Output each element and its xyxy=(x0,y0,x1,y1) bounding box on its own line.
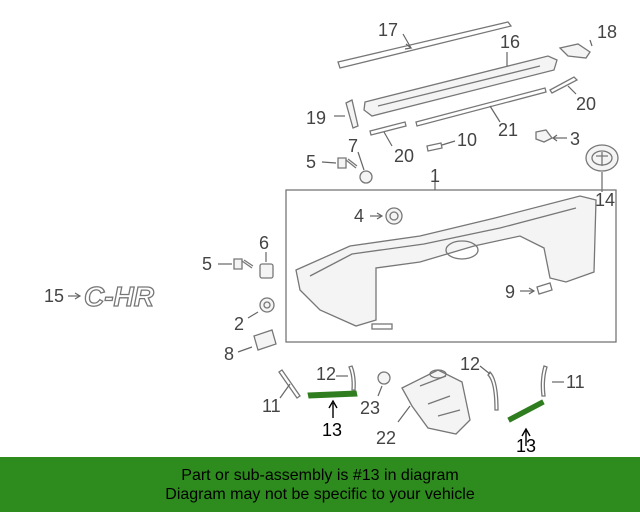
part-17-molding xyxy=(337,21,513,69)
callout-15: 15 xyxy=(44,286,64,306)
part-3-clip xyxy=(535,129,567,143)
callout-6: 6 xyxy=(259,233,269,253)
part-23-nut xyxy=(377,371,391,397)
callout-8: 8 xyxy=(224,344,234,364)
callout-12-left: 12 xyxy=(316,364,336,384)
part-6-clip xyxy=(259,252,274,279)
part-9-pad xyxy=(520,282,553,295)
callout-12-right: 12 xyxy=(460,354,480,374)
callout-9: 9 xyxy=(505,282,515,302)
callout-3: 3 xyxy=(570,129,580,149)
callout-11-left: 11 xyxy=(262,396,281,416)
part-21-strip xyxy=(415,87,547,127)
part-5-bolt-lower xyxy=(218,258,254,270)
part-8-connector xyxy=(237,329,277,353)
part-2-grommet xyxy=(247,297,275,319)
part-16-spoiler xyxy=(363,52,558,117)
part-18-clip xyxy=(558,39,593,59)
callout-19: 19 xyxy=(306,108,326,128)
part-11-seal-right xyxy=(540,365,564,397)
part-12-seal-left xyxy=(336,365,356,391)
part-19-bracket xyxy=(334,99,359,129)
part-1-garnish-box xyxy=(285,175,617,343)
callout-5-upper: 5 xyxy=(306,152,316,172)
callout-1: 1 xyxy=(430,166,440,186)
callout-21: 21 xyxy=(498,120,518,140)
banner-line-1: Part or sub-assembly is #13 in diagram xyxy=(181,466,459,484)
callout-18: 18 xyxy=(597,22,617,42)
part-10-pad xyxy=(426,140,456,152)
callout-14: 14 xyxy=(595,190,615,210)
callout-4: 4 xyxy=(354,206,364,226)
callout-7: 7 xyxy=(348,136,358,156)
parts-diagram: 17 18 16 20 19 21 20 10 xyxy=(44,20,619,456)
callout-5-lower: 5 xyxy=(202,254,212,274)
callout-13-left: 13 xyxy=(322,420,342,440)
part-13-weatherstrip-left xyxy=(307,390,358,418)
callout-10: 10 xyxy=(457,130,477,150)
svg-text:C-HR: C-HR xyxy=(84,281,155,312)
callout-22: 22 xyxy=(376,428,396,448)
part-20-strip-left xyxy=(369,121,407,147)
part-15-chr-emblem: C-HR xyxy=(68,280,155,313)
part-14-emblem xyxy=(585,144,619,192)
callout-20-right: 20 xyxy=(576,94,596,114)
callout-16: 16 xyxy=(500,32,520,52)
part-11-seal-left xyxy=(278,369,301,399)
callout-11-right: 11 xyxy=(566,372,585,392)
info-banner: Part or sub-assembly is #13 in diagram D… xyxy=(0,457,640,512)
callout-2: 2 xyxy=(234,314,244,334)
part-22-wiper-motor xyxy=(397,369,471,435)
part-4-grommet xyxy=(370,207,403,225)
callout-17: 17 xyxy=(378,20,398,40)
callout-13-right: 13 xyxy=(516,436,536,456)
part-13-weatherstrip-right xyxy=(507,399,545,446)
part-7-nut xyxy=(357,151,373,184)
part-12-seal-right xyxy=(479,365,499,411)
callout-23: 23 xyxy=(360,398,380,418)
banner-line-2: Diagram may not be specific to your vehi… xyxy=(165,485,475,503)
part-20-strip-right xyxy=(549,76,579,95)
callout-20-left: 20 xyxy=(394,146,414,166)
part-5-bolt-upper xyxy=(321,157,358,169)
